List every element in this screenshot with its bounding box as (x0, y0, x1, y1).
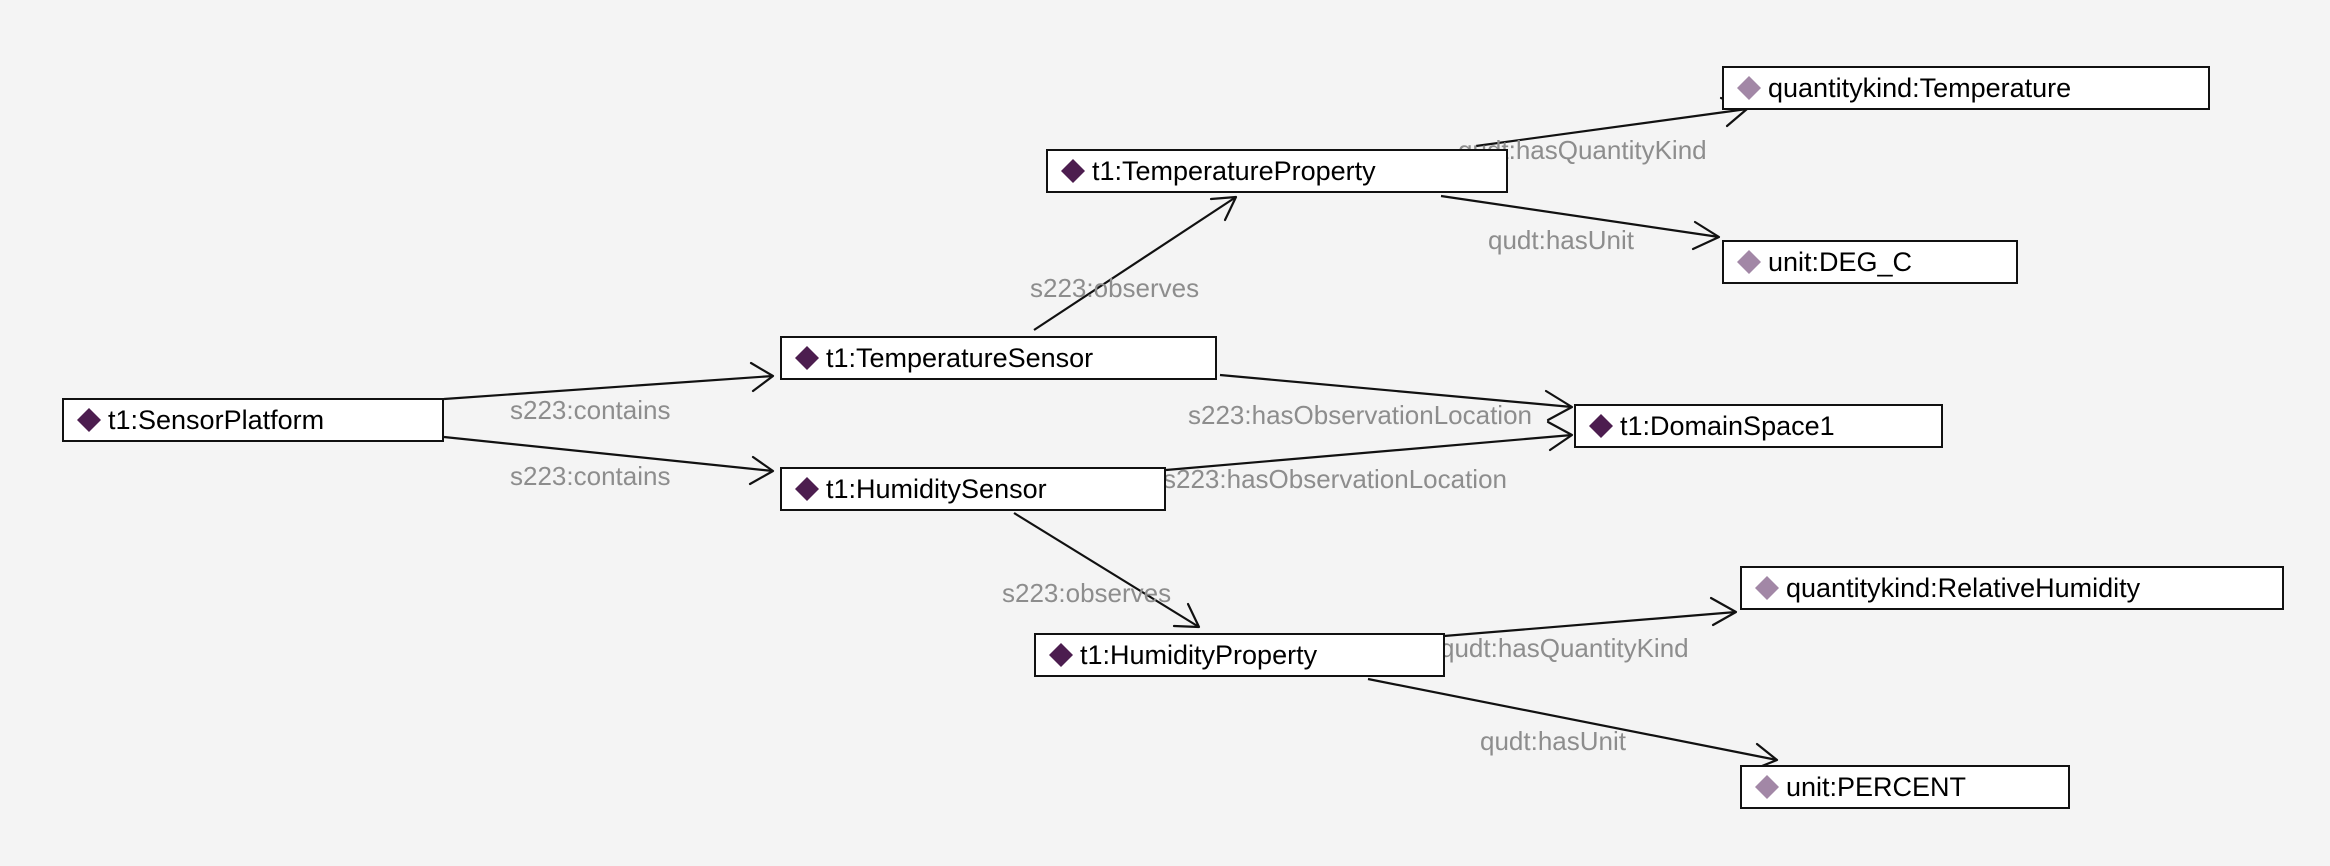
diamond-icon (1754, 774, 1780, 800)
node-temperature-sensor[interactable]: t1:TemperatureSensor (780, 336, 1217, 380)
edge-observes-humidity-property: s223:observes (1002, 512, 1201, 629)
edge-quantitykind-relative-humidity: qudt:hasQuantityKind (1440, 596, 1738, 663)
diamond-icon (1736, 75, 1762, 101)
diamond-icon (794, 476, 820, 502)
node-label: unit:PERCENT (1786, 771, 1967, 802)
edge-label: s223:observes (1030, 273, 1199, 303)
node-unit-degc[interactable]: unit:DEG_C (1722, 240, 2018, 284)
node-label: t1:SensorPlatform (108, 404, 325, 435)
diamond-icon (1048, 642, 1074, 668)
node-domain-space[interactable]: t1:DomainSpace1 (1574, 404, 1943, 448)
node-humidity-sensor[interactable]: t1:HumiditySensor (780, 467, 1166, 511)
edge-label: s223:contains (510, 461, 670, 491)
diamond-icon (1060, 158, 1086, 184)
edge-observation-location-temperature-sensor: s223:hasObservationLocation (1188, 373, 1574, 430)
node-quantitykind-relative-humidity[interactable]: quantitykind:RelativeHumidity (1740, 566, 2284, 610)
node-label: t1:HumidityProperty (1080, 639, 1318, 670)
node-label: unit:DEG_C (1768, 246, 1913, 277)
diamond-icon (76, 407, 102, 433)
node-unit-percent[interactable]: unit:PERCENT (1740, 765, 2070, 809)
node-label: quantitykind:Temperature (1768, 72, 2072, 103)
diamond-icon (794, 345, 820, 371)
edge-label: qudt:hasUnit (1480, 726, 1627, 756)
node-label: t1:TemperatureSensor (826, 342, 1094, 373)
diamond-icon (1736, 249, 1762, 275)
edge-label: qudt:hasQuantityKind (1440, 633, 1689, 663)
diamond-icon (1754, 575, 1780, 601)
edge-label: qudt:hasUnit (1488, 225, 1635, 255)
node-quantitykind-temperature[interactable]: quantitykind:Temperature (1722, 66, 2210, 110)
edge-contains-humidity-sensor: s223:contains (443, 435, 775, 491)
edge-label: s223:observes (1002, 578, 1171, 608)
node-label: t1:HumiditySensor (826, 473, 1047, 504)
node-label: quantitykind:RelativeHumidity (1786, 572, 2141, 603)
node-label: t1:TemperatureProperty (1092, 155, 1376, 186)
edge-contains-temperature-sensor: s223:contains (443, 361, 775, 425)
edge-observation-location-humidity-sensor: s223:hasObservationLocation (1163, 420, 1574, 494)
node-temperature-property[interactable]: t1:TemperatureProperty (1046, 149, 1508, 193)
edge-label: s223:hasObservationLocation (1163, 464, 1507, 494)
edge-unit-percent: qudt:hasUnit (1367, 677, 1779, 772)
edge-observes-temperature-property: s223:observes (1030, 195, 1238, 331)
edge-label: s223:hasObservationLocation (1188, 400, 1532, 430)
edge-unit-degc: qudt:hasUnit (1440, 194, 1721, 255)
edge-label: s223:contains (510, 395, 670, 425)
node-label: t1:DomainSpace1 (1620, 410, 1835, 441)
diamond-icon (1588, 413, 1614, 439)
node-sensor-platform[interactable]: t1:SensorPlatform (62, 398, 444, 442)
node-humidity-property[interactable]: t1:HumidityProperty (1034, 633, 1445, 677)
